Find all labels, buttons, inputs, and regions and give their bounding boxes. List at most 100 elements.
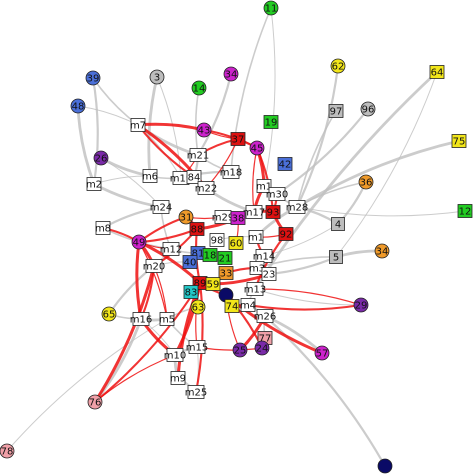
- node-label: 34: [225, 70, 238, 81]
- node-navy2: [377, 458, 393, 474]
- node-shape: [328, 104, 344, 118]
- node-label: 4: [335, 220, 341, 231]
- node-88: 88: [189, 222, 205, 236]
- node-shape: [451, 134, 467, 148]
- node-26: 26: [93, 150, 109, 166]
- node-38: 38: [230, 211, 246, 225]
- node-shape: [278, 227, 294, 241]
- node-label: m30: [266, 190, 288, 201]
- node-label: 78: [1, 447, 14, 458]
- node-shape: [152, 200, 170, 214]
- edge-43-m7: [137, 122, 205, 132]
- node-shape: [268, 187, 286, 201]
- node-45: 45: [249, 140, 265, 156]
- node-label: 83: [185, 288, 198, 299]
- node-shape: [209, 233, 225, 247]
- node-12: 12: [457, 204, 473, 218]
- edge-29-m13: [254, 288, 362, 306]
- node-shape: [314, 345, 330, 361]
- node-23: 23: [261, 267, 277, 281]
- node-label: 25: [234, 346, 247, 357]
- node-m9: m9: [170, 371, 186, 385]
- node-shape: [360, 101, 376, 117]
- node-label: m3: [249, 264, 265, 275]
- node-label: m21: [187, 151, 209, 162]
- node-label: 38: [232, 214, 245, 225]
- node-label: 65: [103, 310, 116, 321]
- node-shape: [228, 236, 244, 250]
- edge-m13-29: [254, 288, 362, 306]
- node-34b: 34: [374, 243, 390, 259]
- edge-11-m1: [263, 7, 276, 187]
- node-97: 97: [328, 104, 344, 118]
- node-shape: [222, 165, 240, 179]
- node-label: m6: [142, 172, 158, 183]
- node-shape: [230, 132, 246, 146]
- node-shape: [331, 217, 345, 231]
- edge-39-m2: [91, 77, 99, 185]
- node-m5: m5: [159, 312, 175, 326]
- node-33: 33: [218, 266, 234, 280]
- node-shape: [187, 385, 205, 399]
- node-shape: [329, 250, 343, 264]
- edge-m26-navy2: [264, 315, 386, 467]
- edge-96-m30: [276, 108, 369, 195]
- node-74: 74: [224, 299, 240, 313]
- node-57: 57: [314, 345, 330, 361]
- edge-48-m2: [76, 105, 96, 185]
- edge-62-m28: [296, 65, 340, 208]
- node-shape: [85, 70, 101, 86]
- node-m26: m26: [254, 309, 276, 323]
- node-m10: m10: [164, 348, 186, 362]
- node-label: 97: [330, 107, 343, 118]
- edge-89-m25: [194, 282, 204, 393]
- node-shape: [183, 285, 199, 299]
- node-m2: m2: [86, 177, 102, 191]
- node-shape: [232, 342, 248, 358]
- node-m1: m1: [256, 179, 272, 193]
- node-14: 14: [191, 80, 207, 96]
- node-m4: m4: [240, 298, 256, 312]
- node-shape: [186, 170, 202, 184]
- node-label: 96: [362, 105, 375, 116]
- node-label: m1: [256, 182, 272, 193]
- node-m25: m25: [185, 385, 207, 399]
- edge-75-m28: [296, 139, 460, 209]
- node-shape: [256, 309, 274, 323]
- node-shape: [277, 157, 293, 171]
- node-shape: [217, 251, 233, 265]
- node-m28: m28: [286, 200, 308, 214]
- node-11: 11: [263, 0, 279, 16]
- node-shape: [87, 394, 103, 410]
- node-shape: [191, 80, 207, 96]
- node-29: 29: [353, 297, 369, 313]
- node-34: 34: [223, 66, 239, 82]
- node-label: m26: [254, 312, 276, 323]
- node-84: 84: [186, 170, 202, 184]
- node-label: 11: [265, 4, 278, 15]
- node-shape: [249, 140, 265, 156]
- node-shape: [256, 179, 272, 193]
- node-shape: [142, 169, 158, 183]
- node-shape: [197, 181, 215, 195]
- node-shape: [93, 150, 109, 166]
- node-label: m29: [212, 213, 234, 224]
- node-shape: [162, 242, 180, 256]
- node-shape: [265, 205, 281, 219]
- node-3: 3: [149, 69, 165, 85]
- node-36: 36: [358, 174, 374, 190]
- node-label: 18: [204, 251, 217, 262]
- node-label: m13: [244, 285, 266, 296]
- edge-3-m6: [147, 76, 159, 177]
- node-label: 64: [431, 68, 444, 79]
- edge-5-23: [268, 255, 337, 276]
- node-label: 3: [154, 73, 160, 84]
- node-shape: [230, 211, 246, 225]
- node-label: m28: [286, 203, 308, 214]
- node-label: m15: [186, 343, 208, 354]
- node-shape: [457, 204, 473, 218]
- node-label: 42: [279, 160, 292, 171]
- node-m24: m24: [150, 200, 172, 214]
- node-4: 4: [331, 217, 345, 231]
- node-label: 24: [256, 344, 269, 355]
